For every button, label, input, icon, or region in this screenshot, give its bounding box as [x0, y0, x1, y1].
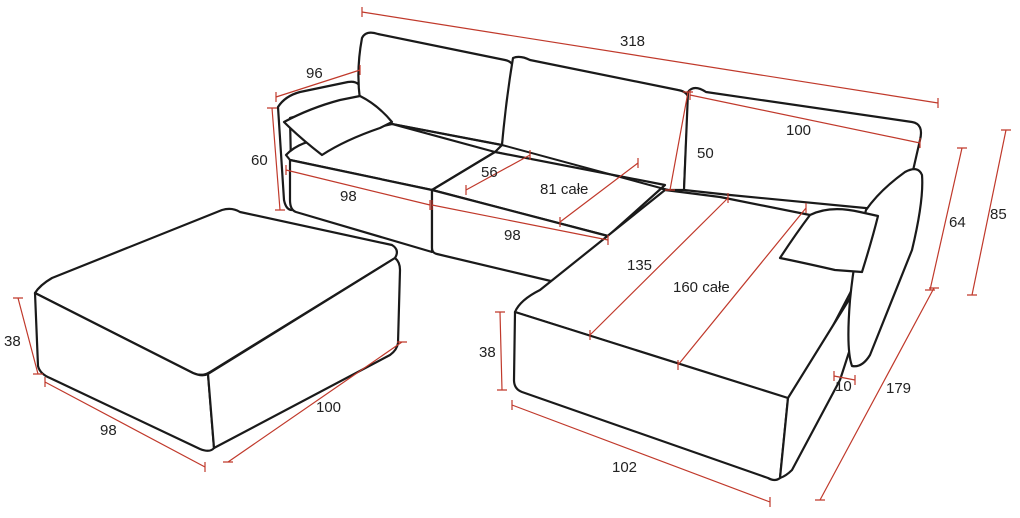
pouf-front-side [33, 291, 216, 452]
label-10: 10 [835, 378, 852, 395]
pouf-right-side [206, 256, 402, 450]
chaise-front [512, 310, 790, 482]
dim-line-56 [465, 150, 531, 195]
label-100-pouf: 100 [316, 399, 341, 416]
dim-line-179 [815, 287, 939, 501]
dim-line-98-mid [431, 200, 609, 245]
label-100-back: 100 [786, 122, 811, 139]
label-85: 85 [990, 206, 1007, 223]
seat-left-front [288, 158, 434, 254]
seam-back-bottom [391, 123, 669, 191]
label-102: 102 [612, 459, 637, 476]
label-98-pouf: 98 [100, 422, 117, 439]
label-160: 160 całe [673, 279, 730, 296]
label-38-pouf: 38 [4, 333, 21, 350]
dim-line-102 [511, 400, 771, 507]
dim-line-85 [967, 129, 1011, 296]
dim-line-60 [267, 107, 285, 211]
label-50: 50 [697, 145, 714, 162]
dim-line-135 [589, 193, 729, 340]
label-96: 96 [306, 65, 323, 82]
pillow-right [778, 208, 880, 274]
label-56: 56 [481, 164, 498, 181]
label-135: 135 [627, 257, 652, 274]
label-318: 318 [620, 33, 645, 50]
label-64: 64 [949, 214, 966, 231]
label-81: 81 całe [540, 181, 588, 198]
dim-line-98-pouf [44, 377, 206, 472]
dim-line-100-pouf [223, 341, 407, 463]
label-98-mid: 98 [504, 227, 521, 244]
dim-line-96 [275, 65, 361, 102]
pillow-left [282, 94, 394, 157]
label-179: 179 [886, 380, 911, 397]
label-60: 60 [251, 152, 268, 169]
pouf [33, 207, 402, 452]
dim-line-38-pouf [13, 297, 43, 375]
dim-line-100-back [689, 90, 921, 148]
sofa [276, 31, 924, 482]
dim-line-50 [665, 91, 693, 191]
dim-line-38-chaise [495, 311, 507, 391]
label-38-chaise: 38 [479, 344, 496, 361]
dim-line-81 [559, 158, 639, 227]
back-cushion-right [682, 86, 923, 212]
dim-line-10 [833, 371, 856, 385]
dimension-labels: 318 96 60 98 56 81 całe 98 50 100 135 16… [4, 33, 1007, 476]
label-98-left: 98 [340, 188, 357, 205]
dim-line-98-left [285, 165, 431, 210]
dimension-lines [13, 7, 1011, 507]
dim-line-318 [361, 7, 939, 108]
dim-line-160 [677, 203, 807, 370]
